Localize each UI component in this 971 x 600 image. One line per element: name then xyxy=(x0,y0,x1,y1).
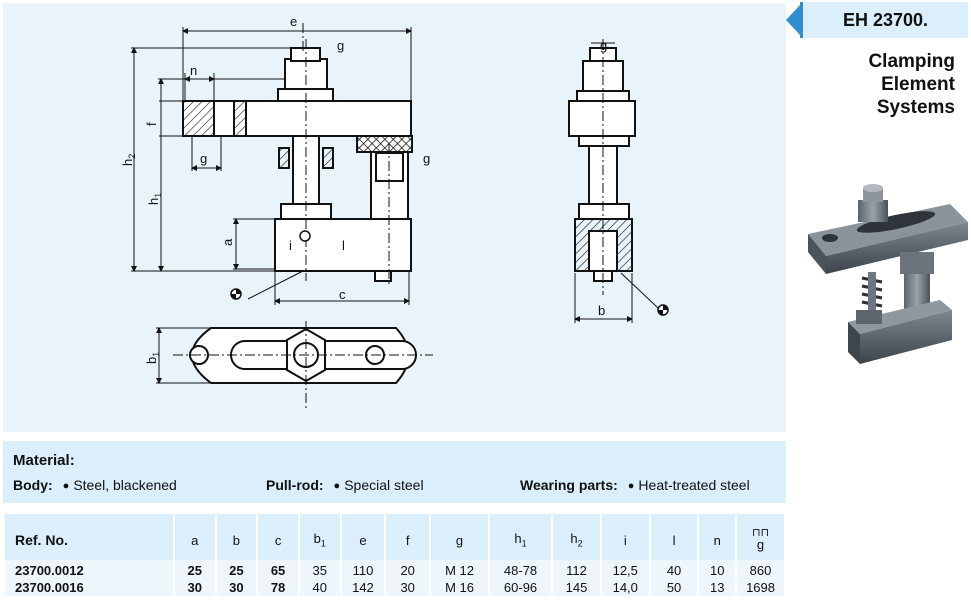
drawing-svg: e g n f g g g h2 h1 a i l c b1 b xyxy=(120,14,669,408)
column-header-weight: ⊓⊓ g xyxy=(737,514,784,560)
bullet-icon: ● xyxy=(62,480,70,492)
dim-label-b: b xyxy=(598,303,605,318)
specification-table: Ref. No. a b c b1 e f g h1 h2 i l n ⊓⊓ g… xyxy=(3,514,786,596)
cell-l: 50 xyxy=(650,579,698,596)
column-header-a: a xyxy=(174,514,215,560)
column-header-b1: b1 xyxy=(299,514,340,560)
dim-label-l: l xyxy=(342,238,345,253)
catalog-code: EH 23700. xyxy=(800,2,968,38)
cell-f: 20 xyxy=(386,560,430,579)
column-header-h1: h1 xyxy=(490,514,552,560)
dim-label-g-side: g xyxy=(600,38,607,53)
cell-l: 40 xyxy=(650,560,698,579)
dim-label-h1: h1 xyxy=(146,193,163,205)
title-line-3: Systems xyxy=(876,97,955,118)
dim-label-h2: h2 xyxy=(120,154,137,166)
material-panel: Material: Body:●Steel, blackened Pull-ro… xyxy=(3,441,786,503)
cell-b: 25 xyxy=(216,560,257,579)
cell-b: 30 xyxy=(216,579,257,596)
column-header-g: g xyxy=(431,514,489,560)
cell-a: 30 xyxy=(174,579,215,596)
cell-ref: 23700.0012 xyxy=(5,560,173,579)
dim-label-c: c xyxy=(339,287,346,302)
cell-e: 142 xyxy=(341,579,385,596)
table-row: 23700.0012 25 25 65 35 110 20 M 12 48-78… xyxy=(5,560,784,579)
cell-g: M 16 xyxy=(431,579,489,596)
material-item-body: Body: ●Steel, blackened xyxy=(13,477,177,493)
material-item-pull-rod: Pull-rod: ●Special steel xyxy=(266,477,424,493)
cell-n: 13 xyxy=(699,579,736,596)
column-header-h2: h2 xyxy=(553,514,600,560)
dim-label-g-left: g xyxy=(200,151,207,166)
cell-h2: 145 xyxy=(553,579,600,596)
cell-c: 78 xyxy=(258,579,298,596)
dim-label-g-top: g xyxy=(337,38,344,53)
cell-n: 10 xyxy=(699,560,736,579)
table-header-row: Ref. No. a b c b1 e f g h1 h2 i l n ⊓⊓ g xyxy=(5,514,784,560)
column-header-l: l xyxy=(650,514,698,560)
product-photo xyxy=(808,184,968,364)
table-row: 23700.0016 30 30 78 40 142 30 M 16 60-96… xyxy=(5,579,784,596)
cell-i: 14,0 xyxy=(601,579,649,596)
technical-drawing: e g n f g g g h2 h1 a i l c b1 b xyxy=(3,3,786,432)
cell-weight: 1698 xyxy=(737,579,784,596)
material-heading: Material: xyxy=(13,452,75,469)
cell-weight: 860 xyxy=(737,560,784,579)
dim-label-i: i xyxy=(289,238,292,253)
material-label: Body: xyxy=(13,477,53,493)
cell-h1: 48-78 xyxy=(490,560,552,579)
cell-a: 25 xyxy=(174,560,215,579)
weight-icon: ⊓⊓ xyxy=(751,527,770,539)
cell-h1: 60-96 xyxy=(490,579,552,596)
material-value: Special steel xyxy=(344,477,424,493)
catalog-code-tab: EH 23700. xyxy=(786,2,968,38)
dim-label-b1: b1 xyxy=(144,352,161,364)
column-header-b: b xyxy=(216,514,257,560)
dim-label-e: e xyxy=(290,14,297,29)
material-label: Pull-rod: xyxy=(266,477,324,493)
cell-g: M 12 xyxy=(431,560,489,579)
material-value: Steel, blackened xyxy=(73,477,177,493)
dim-label-n: n xyxy=(190,63,197,78)
column-header-f: f xyxy=(386,514,430,560)
dim-label-a: a xyxy=(220,238,235,246)
column-header-ref: Ref. No. xyxy=(5,514,173,560)
material-value: Heat-treated steel xyxy=(638,477,750,493)
cell-e: 110 xyxy=(341,560,385,579)
column-header-e: e xyxy=(341,514,385,560)
cell-c: 65 xyxy=(258,560,298,579)
cell-b1: 40 xyxy=(299,579,340,596)
column-header-n: n xyxy=(699,514,736,560)
product-category-title: Clamping Element Systems xyxy=(805,50,955,119)
cell-h2: 112 xyxy=(553,560,600,579)
cell-ref: 23700.0016 xyxy=(5,579,173,596)
title-line-2: Element xyxy=(881,74,955,95)
tab-arrow-icon xyxy=(786,5,800,35)
column-header-c: c xyxy=(258,514,298,560)
title-line-1: Clamping xyxy=(868,51,955,72)
material-label: Wearing parts: xyxy=(520,477,618,493)
dim-label-g-right: g xyxy=(423,151,430,166)
material-item-wearing-parts: Wearing parts: ●Heat-treated steel xyxy=(520,477,750,493)
column-header-i: i xyxy=(601,514,649,560)
bullet-icon: ● xyxy=(627,480,635,492)
cell-f: 30 xyxy=(386,579,430,596)
dim-label-f: f xyxy=(144,122,159,126)
bullet-icon: ● xyxy=(333,480,341,492)
cell-i: 12,5 xyxy=(601,560,649,579)
cell-b1: 35 xyxy=(299,560,340,579)
